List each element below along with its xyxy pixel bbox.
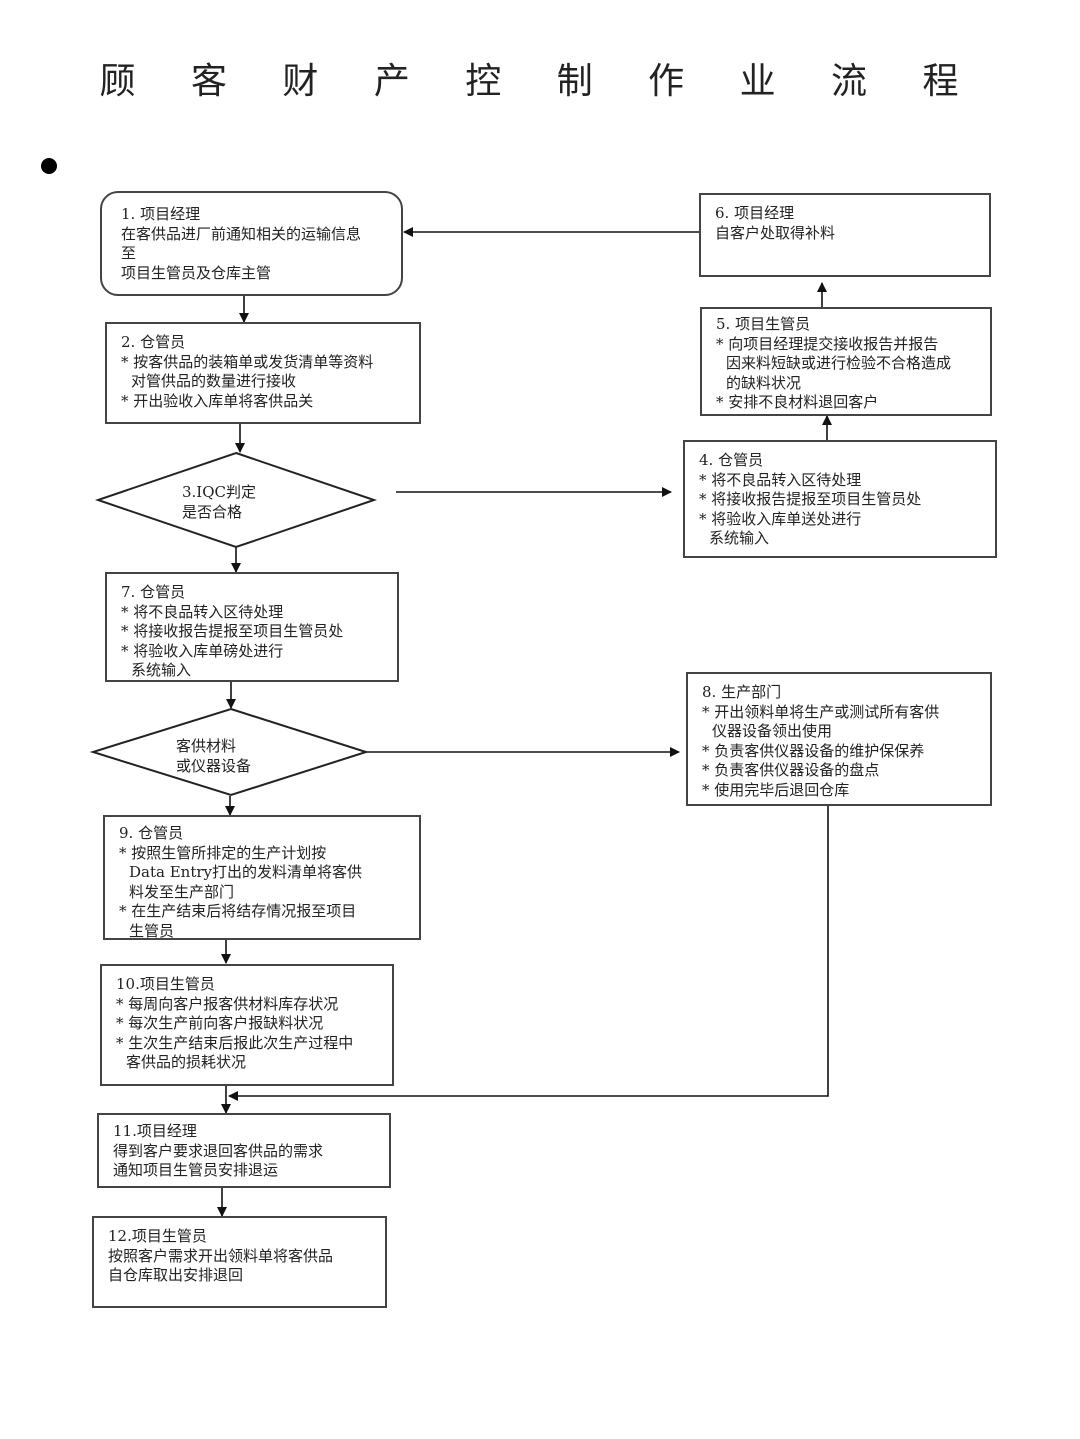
bullet-dot bbox=[41, 158, 57, 174]
node-5-line: * 向项目经理提交接收报告并报告 bbox=[716, 334, 939, 353]
node-8-head: 8. 生产部门 bbox=[702, 683, 782, 701]
node-7-head: 7. 仓管员 bbox=[121, 583, 186, 601]
node-8: 8. 生产部门 * 开出领料单将生产或测试所有客供 仪器设备领出使用 * 负责客… bbox=[686, 672, 992, 806]
node-10-line: * 每次生产前向客户报缺料状况 bbox=[116, 1014, 324, 1032]
node-10-head: 10.项目生管员 bbox=[116, 975, 215, 993]
node-9-line: 料发至生产部门 bbox=[129, 882, 235, 901]
node-7-line: * 将验收入库单磅处进行 bbox=[121, 641, 284, 660]
node-12: 12.项目生管员 按照客户需求开出领料单将客供品 自仓库取出安排退回 bbox=[92, 1216, 387, 1308]
node-9-head: 9. 仓管员 bbox=[119, 824, 184, 842]
node-4-line: * 将不良品转入区待处理 bbox=[699, 470, 862, 489]
decision-material-type bbox=[89, 707, 370, 797]
decision-iqc-line: 是否合格 bbox=[182, 502, 243, 521]
page-title: 顾 客 财 产 控 制 作 业 流 程 bbox=[99, 61, 981, 102]
node-2: 2. 仓管员 * 按客供品的装箱单或发货清单等资料 对管供品的数量进行接收 * … bbox=[105, 322, 421, 424]
node-12-head: 12.项目生管员 bbox=[108, 1227, 207, 1245]
node-10-line: * 生次生产结束后报此次生产过程中 bbox=[116, 1033, 354, 1052]
node-6: 6. 项目经理 自客户处取得补料 bbox=[699, 193, 991, 277]
node-4-line: * 将接收报告提报至项目生管员处 bbox=[699, 490, 922, 508]
node-5-line: 的缺料状况 bbox=[726, 373, 802, 392]
node-1-line: 在客供品进厂前通知相关的运输信息 bbox=[121, 224, 362, 243]
node-4-line: * 将验收入库单送处进行 bbox=[699, 509, 862, 528]
node-11-head: 11.项目经理 bbox=[113, 1122, 197, 1140]
node-11-line: 通知项目生管员安排退运 bbox=[113, 1161, 279, 1179]
node-9-line: * 在生产结束后将结存情况报至项目 bbox=[119, 902, 357, 920]
node-11-line: 得到客户要求退回客供品的需求 bbox=[113, 1141, 324, 1160]
node-9-line: * 按照生管所排定的生产计划按 bbox=[119, 843, 327, 862]
node-1-head: 1. 项目经理 bbox=[121, 205, 201, 223]
node-12-line: 自仓库取出安排退回 bbox=[108, 1266, 244, 1284]
node-10-line: 客供品的损耗状况 bbox=[126, 1053, 247, 1071]
arrow-8-11 bbox=[228, 806, 829, 1101]
node-12-line: 按照客户需求开出领料单将客供品 bbox=[108, 1246, 334, 1265]
node-7-line: * 将接收报告提报至项目生管员处 bbox=[121, 622, 344, 640]
node-5-head: 5. 项目生管员 bbox=[716, 315, 811, 333]
node-4-head: 4. 仓管员 bbox=[699, 451, 764, 469]
decision-material-line: 客供材料 bbox=[176, 737, 237, 755]
node-8-line: * 负责客供仪器设备的维护保保养 bbox=[702, 741, 925, 760]
node-9-line: 生管员 bbox=[129, 921, 175, 940]
decision-material-line: 或仪器设备 bbox=[176, 756, 252, 775]
node-4: 4. 仓管员 * 将不良品转入区待处理 * 将接收报告提报至项目生管员处 * 将… bbox=[683, 440, 997, 558]
node-1-line: 至 bbox=[121, 244, 137, 262]
node-8-line: * 使用完毕后退回仓库 bbox=[702, 780, 850, 799]
node-10: 10.项目生管员 * 每周向客户报客供材料库存状况 * 每次生产前向客户报缺料状… bbox=[100, 964, 394, 1086]
node-5: 5. 项目生管员 * 向项目经理提交接收报告并报告 因来料短缺或进行检验不合格造… bbox=[700, 307, 992, 416]
node-6-head: 6. 项目经理 bbox=[715, 204, 795, 222]
node-10-line: * 每周向客户报客供材料库存状况 bbox=[116, 994, 339, 1013]
node-2-head: 2. 仓管员 bbox=[121, 333, 186, 351]
node-4-line: 系统输入 bbox=[709, 529, 770, 547]
node-2-line: * 开出验收入库单将客供品关 bbox=[121, 391, 314, 410]
node-8-line: 仪器设备领出使用 bbox=[712, 722, 833, 740]
node-6-line: 自客户处取得补料 bbox=[715, 223, 836, 242]
node-2-line: * 按客供品的装箱单或发货清单等资料 bbox=[121, 352, 374, 371]
node-5-line: * 安排不良材料退回客户 bbox=[716, 393, 879, 411]
node-7: 7. 仓管员 * 将不良品转入区待处理 * 将接收报告提报至项目生管员处 * 将… bbox=[105, 572, 399, 682]
node-1-line: 项目生管员及仓库主管 bbox=[121, 263, 272, 282]
node-11: 11.项目经理 得到客户要求退回客供品的需求 通知项目生管员安排退运 bbox=[97, 1113, 391, 1188]
node-7-line: * 将不良品转入区待处理 bbox=[121, 602, 284, 621]
node-2-line: 对管供品的数量进行接收 bbox=[131, 372, 297, 390]
node-5-line: 因来料短缺或进行检验不合格造成 bbox=[726, 354, 952, 372]
node-8-line: * 负责客供仪器设备的盘点 bbox=[702, 761, 880, 779]
node-8-line: * 开出领料单将生产或测试所有客供 bbox=[702, 702, 940, 721]
decision-iqc bbox=[94, 451, 378, 549]
decision-iqc-label: 3.IQC判定 是否合格 bbox=[182, 483, 256, 522]
node-9: 9. 仓管员 * 按照生管所排定的生产计划按 Data Entry打出的发料清单… bbox=[103, 815, 421, 940]
node-9-line: Data Entry打出的发料清单将客供 bbox=[129, 863, 362, 881]
decision-iqc-line: 3.IQC判定 bbox=[182, 483, 257, 501]
node-1: 1. 项目经理 在客供品进厂前通知相关的运输信息 至 项目生管员及仓库主管 bbox=[100, 191, 403, 296]
decision-material-label: 客供材料 或仪器设备 bbox=[176, 737, 251, 776]
node-7-line: 系统输入 bbox=[131, 661, 192, 679]
